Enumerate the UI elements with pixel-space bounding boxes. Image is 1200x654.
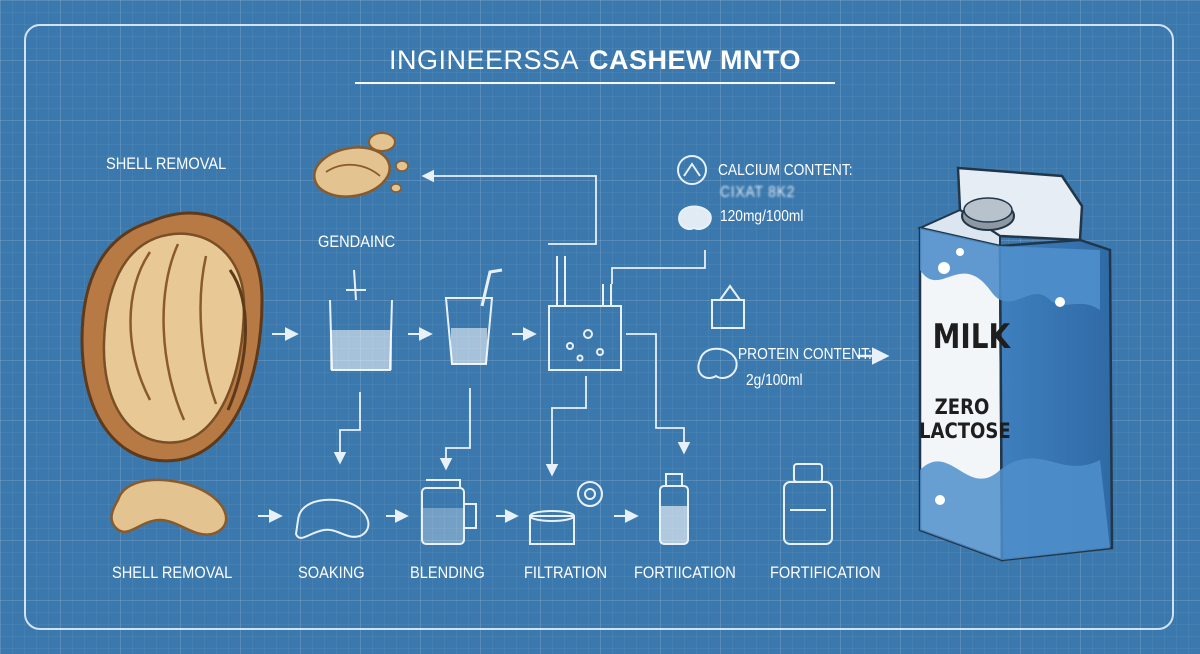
whole-cashew-illustration [80,211,264,463]
protein-content-label: PROTEIN CONTENT: [738,346,872,363]
protein-value: 2g/100ml [746,372,803,389]
cashew-kernel-bottom [110,478,228,536]
carton-milk-text: MILK [932,317,1011,357]
label-soaking: SOAKING [298,563,365,582]
calcium-content-label: CALCIUM CONTENT: [718,162,853,179]
cashew-pieces-top [313,132,409,198]
title-part-2: CASHEW MNTO [589,44,802,75]
label-shell-removal-bottom: SHELL REMOVAL [112,563,233,582]
label-shell-removal-top: SHELL REMOVAL [106,154,227,173]
carton-zero-text: ZERO [934,395,990,419]
carton-lactose-text: LACTOSE [919,419,1011,443]
label-filtration: FILTRATION [524,563,608,582]
diagram-title: INGINEERSSA CASHEW MNTO [355,38,835,84]
diagram-frame [24,24,1174,630]
label-blending: BLENDING [410,563,485,582]
label-fortification: FORTIFICATION [770,563,881,582]
process-routes [333,169,706,477]
label-gendainc: GENDAINC [318,232,396,251]
title-part-1: INGINEERSSA [388,44,580,75]
top-row-vessels [329,256,622,371]
calcium-value: 120mg/100ml [720,208,804,225]
nutrition-icons [677,155,745,379]
bottom-row-vessels [294,463,833,545]
milk-carton [916,166,1114,562]
label-fortiication: FORTIICATION [634,563,736,582]
calcium-blurred-text: CIXAT 8K2 [720,184,796,201]
